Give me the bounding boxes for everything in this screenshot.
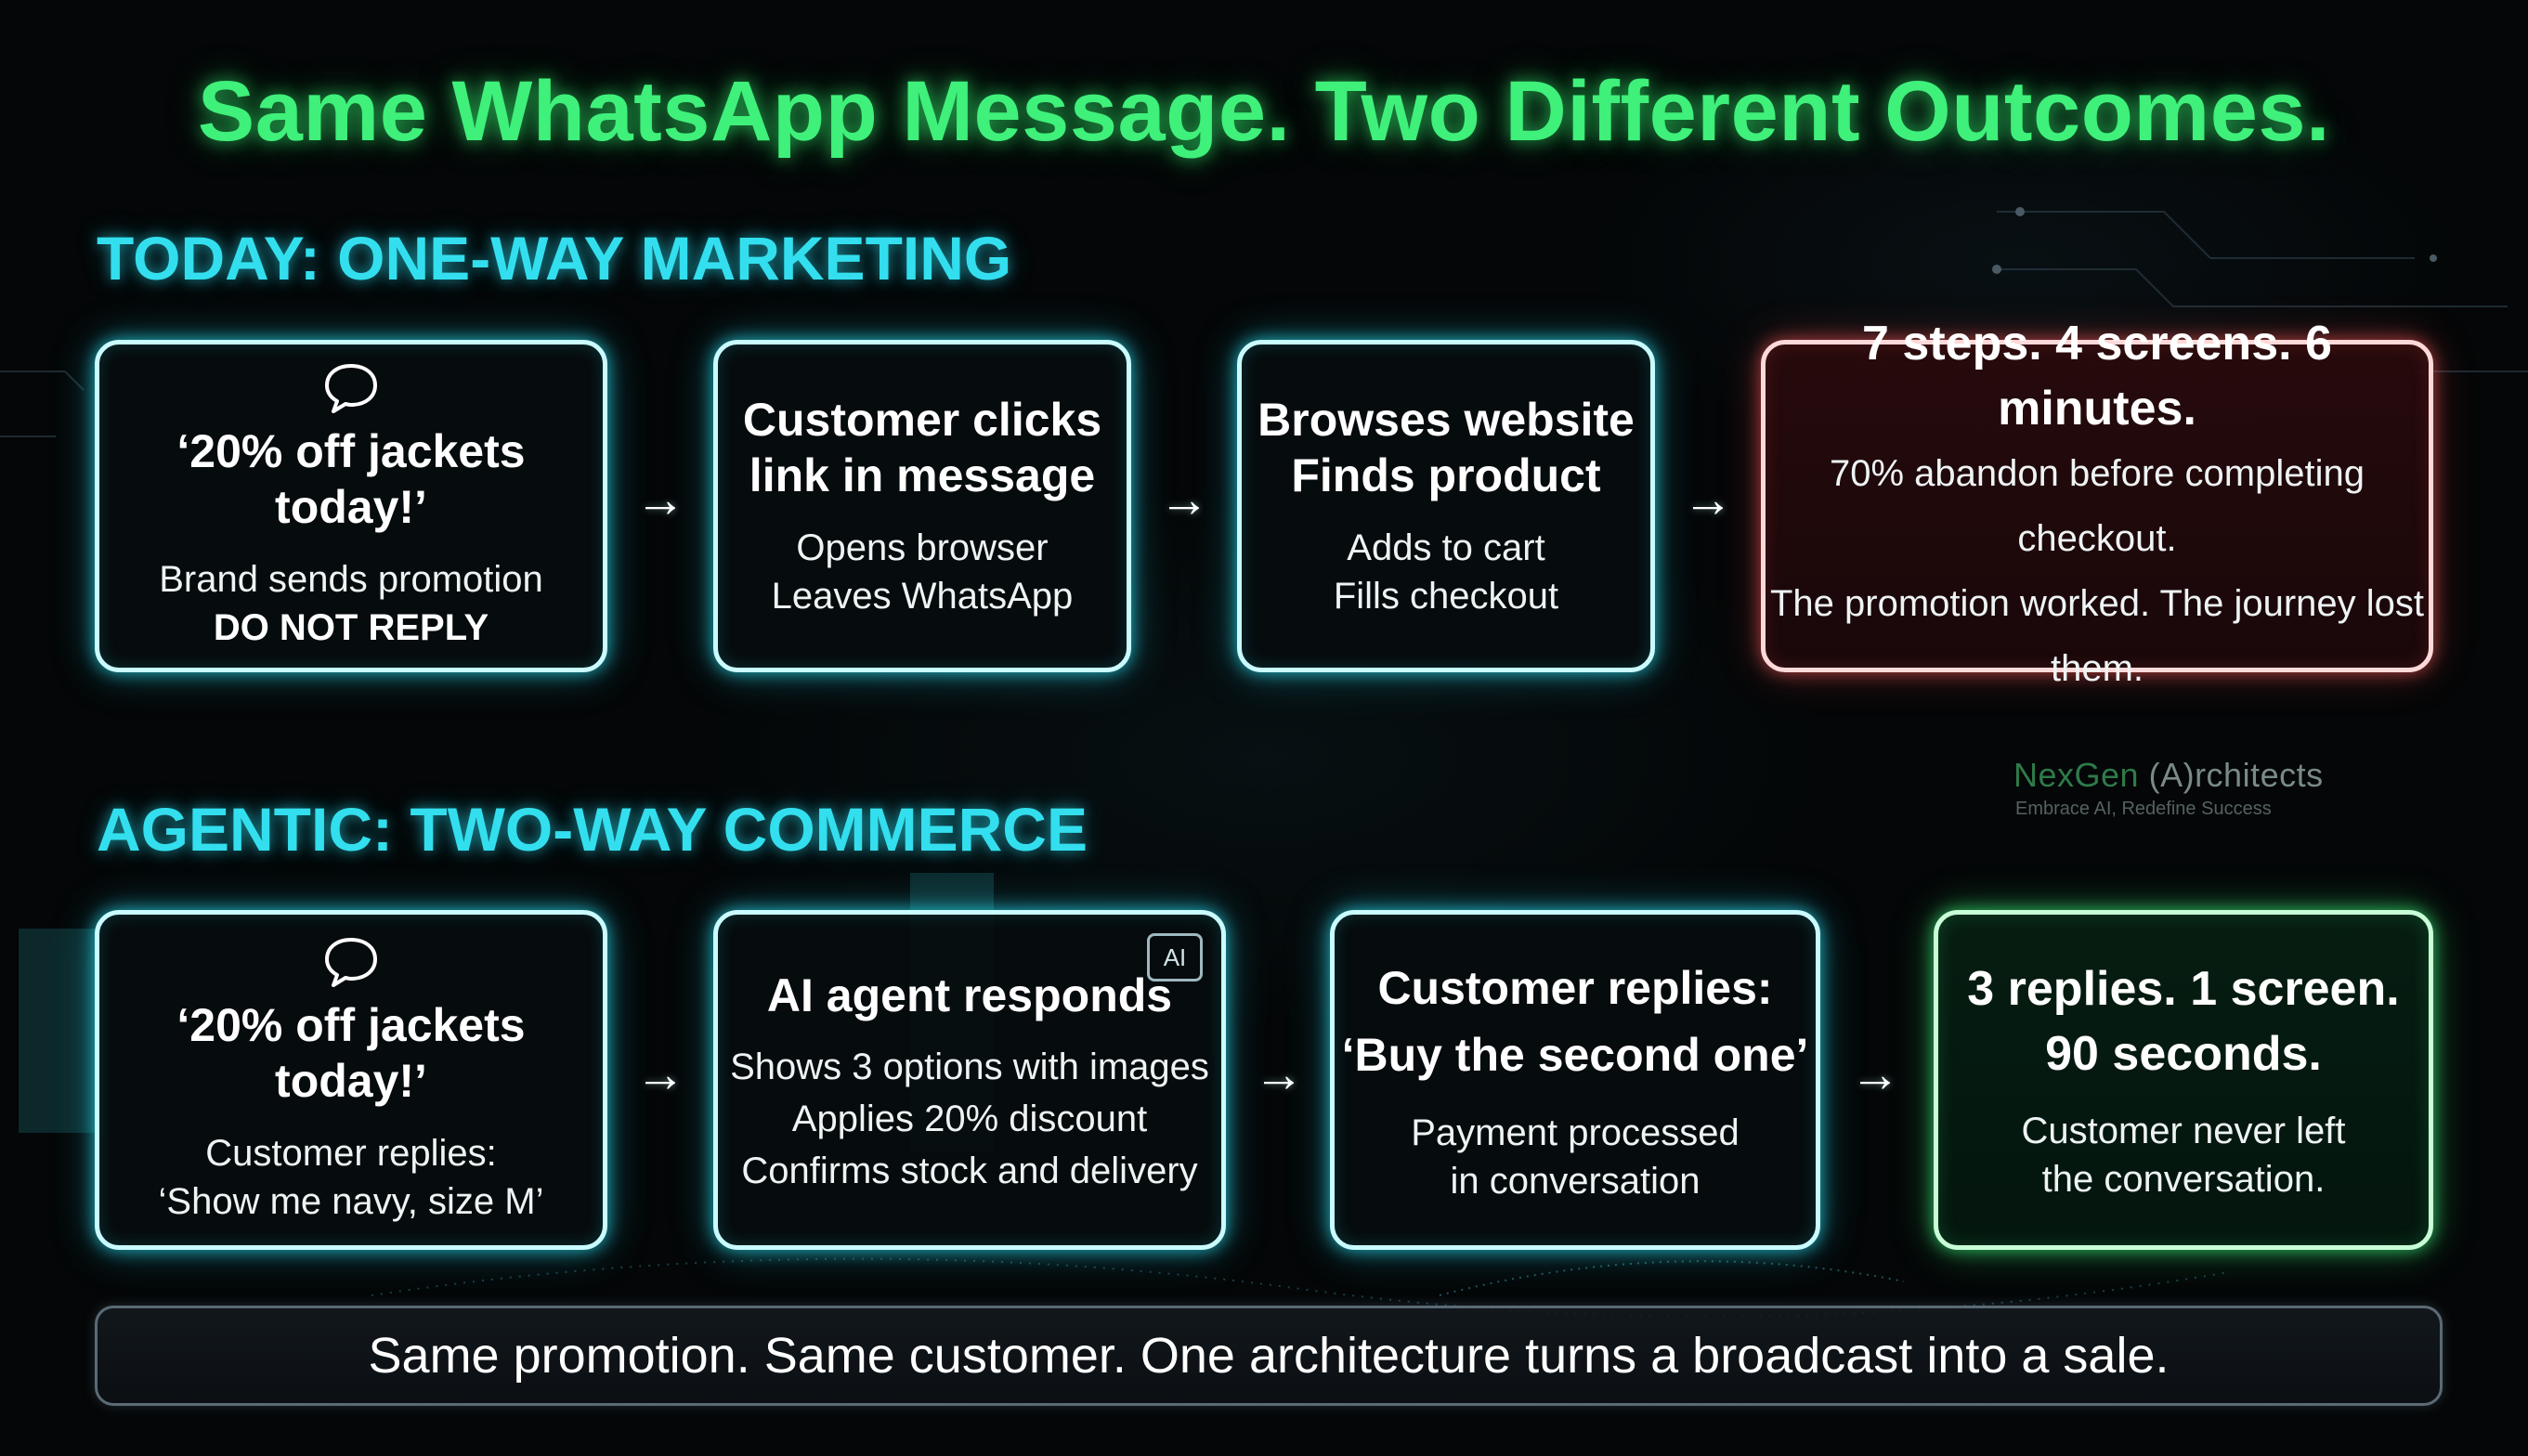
step-headline: ‘Buy the second one’ xyxy=(1341,1029,1809,1081)
step-detail: Customer replies: xyxy=(205,1133,497,1174)
step-detail: Opens browser xyxy=(796,527,1049,568)
outcome-detail: the conversation. xyxy=(2041,1159,2326,1200)
ai-badge-icon: AI xyxy=(1147,933,1203,982)
step-detail: Confirms stock and delivery xyxy=(741,1150,1198,1191)
step-detail: in conversation xyxy=(1450,1161,1701,1202)
step-headline: Customer replies: xyxy=(1377,962,1773,1014)
agentic-step-1-card: ‘20% off jackets today!’ Customer replie… xyxy=(95,910,607,1250)
section-heading-agentic: AGENTIC: TWO-WAY COMMERCE xyxy=(97,795,1088,864)
do-not-reply-label: DO NOT REPLY xyxy=(213,607,489,648)
step-detail: Applies 20% discount xyxy=(791,1098,1148,1139)
step-detail: Payment processed xyxy=(1411,1112,1740,1153)
chat-bubble-icon xyxy=(325,364,377,413)
outcome-headline: 3 replies. 1 screen. xyxy=(1967,962,2400,1016)
brand-watermark: NexGen (A)rchitects Embrace AI, Redefine… xyxy=(2013,756,2324,820)
step-detail: Brand sends promotion xyxy=(159,559,543,600)
step-headline: ‘20% off jackets today!’ xyxy=(176,425,526,533)
step-detail: ‘Show me navy, size M’ xyxy=(158,1181,544,1222)
section-heading-today: TODAY: ONE-WAY MARKETING xyxy=(97,224,1012,292)
chat-bubble-icon xyxy=(325,938,377,987)
step-detail: Fills checkout xyxy=(1333,576,1559,617)
agentic-step-3-card: Customer replies: ‘Buy the second one’ P… xyxy=(1330,910,1820,1250)
footer-text: Same promotion. Same customer. One archi… xyxy=(368,1328,2170,1384)
step-headline: Finds product xyxy=(1291,449,1601,501)
arrow-icon: → xyxy=(1254,1046,1304,1102)
arrow-icon: → xyxy=(1850,1046,1900,1102)
today-step-1-card: ‘20% off jackets today!’ Brand sends pro… xyxy=(95,340,607,672)
footer-banner: Same promotion. Same customer. One archi… xyxy=(95,1306,2443,1406)
brand-name-prefix: NexGen xyxy=(2013,756,2140,794)
outcome-detail: 70% abandon before completing checkout. xyxy=(1830,453,2365,559)
brand-name-suffix: (A)rchitects xyxy=(2139,756,2324,794)
today-step-3-card: Browses website Finds product Adds to ca… xyxy=(1237,340,1655,672)
outcome-detail: Customer never left xyxy=(2021,1111,2346,1151)
step-headline: link in message xyxy=(749,449,1096,501)
agentic-step-2-card: AI AI agent responds Shows 3 options wit… xyxy=(713,910,1226,1250)
brand-name: NexGen (A)rchitects xyxy=(2013,756,2324,795)
step-headline: AI agent responds xyxy=(766,969,1173,1021)
today-outcome-card: 7 steps. 4 screens. 6 minutes. 70% aband… xyxy=(1761,317,2433,689)
arrow-icon: → xyxy=(1159,472,1209,527)
outcome-headline: 90 seconds. xyxy=(2045,1027,2322,1081)
brand-tagline: Embrace AI, Redefine Success xyxy=(2015,799,2272,819)
step-detail: Leaves WhatsApp xyxy=(771,576,1074,617)
step-detail: Adds to cart xyxy=(1347,527,1545,568)
step-detail: Shows 3 options with images xyxy=(730,1046,1209,1087)
arrow-icon: → xyxy=(635,1046,685,1102)
agentic-outcome-card: 3 replies. 1 screen. 90 seconds. Custome… xyxy=(1934,910,2433,1250)
arrow-icon: → xyxy=(1683,472,1733,527)
outcome-detail: The promotion worked. The journey lost t… xyxy=(1769,583,2425,689)
today-step-2-card: Customer clicks link in message Opens br… xyxy=(713,340,1131,672)
step-headline: ‘20% off jackets today!’ xyxy=(176,999,526,1107)
outcome-headline: 7 steps. 4 screens. 6 minutes. xyxy=(1862,317,2332,436)
step-headline: Browses website xyxy=(1257,394,1635,446)
page-title: Same WhatsApp Message. Two Different Out… xyxy=(197,64,2331,159)
step-headline: Customer clicks xyxy=(742,394,1102,446)
arrow-icon: → xyxy=(635,472,685,527)
